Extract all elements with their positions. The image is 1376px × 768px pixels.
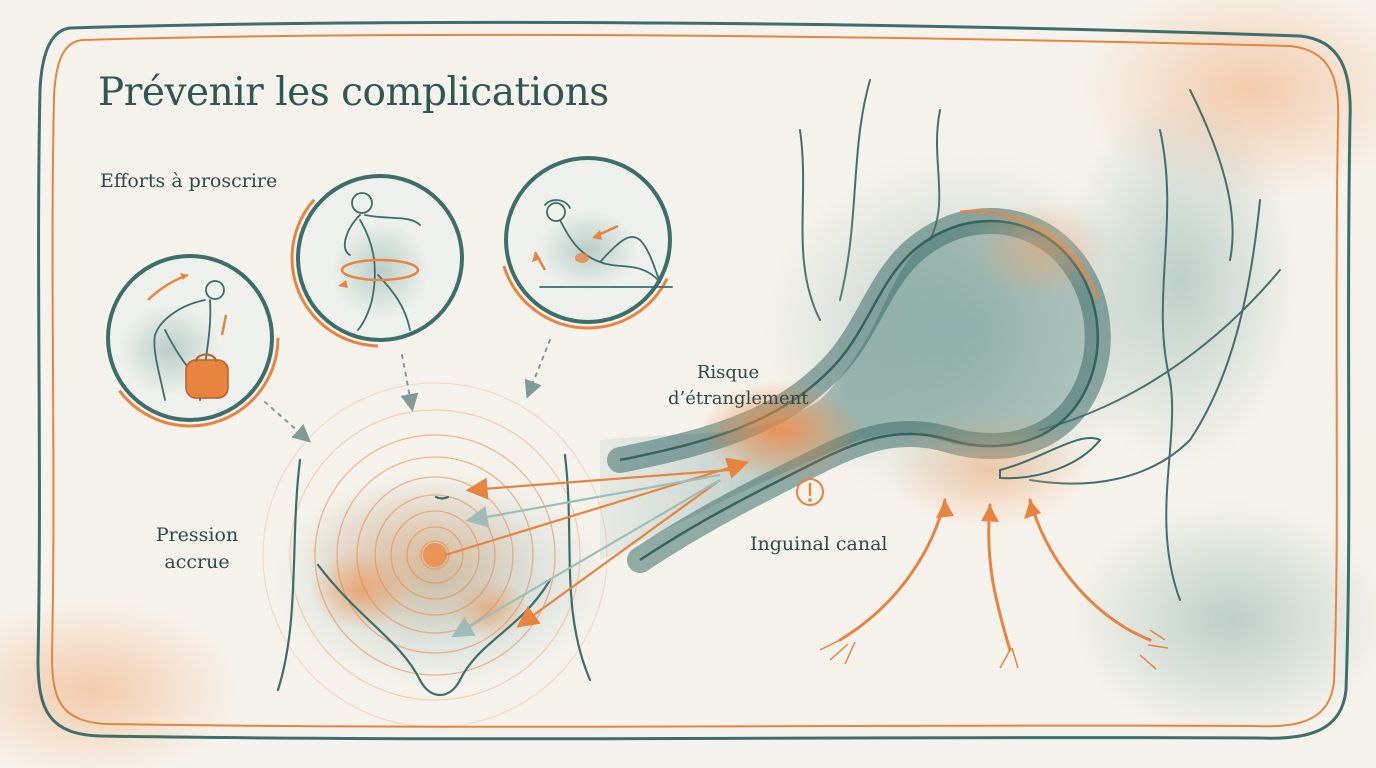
inguinal-canal-label: Inguinal canal — [750, 533, 888, 555]
page-title: Prévenir les complications — [98, 70, 609, 115]
risk-label-line-1: Risque — [696, 362, 760, 383]
exercise-icons — [100, 150, 678, 443]
twisting-torso-icon — [290, 168, 470, 348]
abdomen-pressure-illustration — [262, 382, 750, 728]
risk-label-line-2: d’étranglement — [668, 388, 809, 409]
sit-up-icon — [498, 150, 678, 330]
efforts-heading: Efforts à proscrire — [100, 170, 278, 192]
decorative-frame — [36, 20, 1352, 741]
pressure-label-line-2: accrue — [164, 551, 230, 573]
pressure-label: Pression accrue — [142, 522, 252, 576]
warning-icon — [796, 478, 824, 506]
strangulation-risk-label: Risque d’étranglement — [668, 360, 809, 412]
lifting-bag-icon — [100, 248, 280, 428]
pressure-label-line-1: Pression — [155, 524, 239, 546]
inguinal-canal-illustration — [600, 79, 1281, 670]
